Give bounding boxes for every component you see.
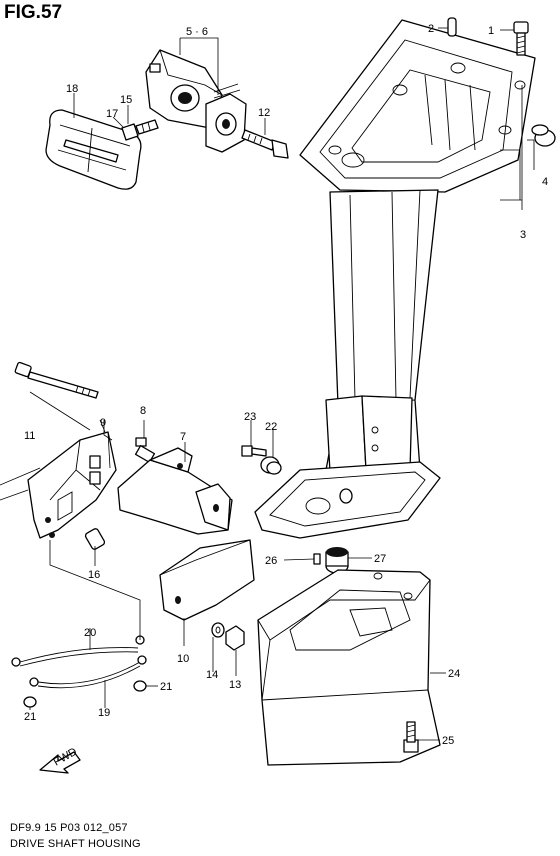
part-13-nut bbox=[225, 625, 245, 651]
callout-14: 14 bbox=[206, 669, 218, 681]
part-7-lower-mount bbox=[117, 447, 233, 535]
callout-1: 1 bbox=[488, 25, 494, 37]
part-25-bolt bbox=[403, 721, 419, 753]
part-9-holder bbox=[27, 431, 117, 539]
figure-code: DF9.9 15 P03 012_057 bbox=[10, 822, 128, 834]
callout-18: 18 bbox=[66, 83, 78, 95]
callout-3: 3 bbox=[520, 229, 526, 241]
part-2-dowel-pin bbox=[447, 17, 457, 37]
figure-name: DRIVE SHAFT HOUSING bbox=[10, 838, 141, 850]
callout-26: 26 bbox=[265, 555, 277, 567]
callout-21-right: 21 bbox=[160, 681, 172, 693]
part-10-cover bbox=[159, 539, 255, 621]
part-4-grommet bbox=[531, 124, 556, 147]
part-22-bushing bbox=[260, 456, 282, 475]
callout-21-left: 21 bbox=[24, 711, 36, 723]
part-24-lower-cover bbox=[257, 569, 441, 766]
part-12-bolt bbox=[241, 129, 289, 159]
part-23-bolt bbox=[241, 445, 267, 457]
callout-8: 8 bbox=[140, 405, 146, 417]
leader-lines bbox=[0, 27, 535, 741]
callout-23: 23 bbox=[244, 411, 256, 423]
part-14-washer bbox=[211, 622, 225, 638]
callout-11: 11 bbox=[24, 430, 35, 442]
callout-17: 17 bbox=[106, 108, 118, 120]
callout-12: 12 bbox=[258, 107, 270, 119]
part-11-bolt bbox=[14, 361, 99, 399]
callout-16: 16 bbox=[88, 569, 100, 581]
callout-13: 13 bbox=[229, 679, 241, 691]
callout-15: 15 bbox=[120, 94, 132, 106]
callout-9: 9 bbox=[100, 417, 106, 429]
callout-24: 24 bbox=[448, 668, 460, 680]
callout-4: 4 bbox=[542, 176, 548, 188]
callouts: 1 2 3 4 5 · 6 7 8 9 10 11 12 13 14 15 16… bbox=[24, 23, 548, 747]
part-19-ground-wire bbox=[29, 655, 147, 689]
callout-7: 7 bbox=[180, 431, 186, 443]
part-20-ground-wire bbox=[11, 635, 145, 667]
callout-20: 20 bbox=[84, 627, 96, 639]
fwd-arrow-icon: FWD bbox=[39, 746, 81, 774]
callout-27: 27 bbox=[374, 553, 386, 565]
part-15-17-bolt bbox=[121, 119, 159, 141]
part-21-screw-left bbox=[23, 696, 37, 708]
figure-title: FIG.57 bbox=[4, 2, 63, 23]
drive-shaft-housing bbox=[254, 19, 536, 539]
part-18-rubber-mount bbox=[45, 109, 142, 190]
callout-10: 10 bbox=[177, 653, 189, 665]
part-16-collar bbox=[84, 528, 106, 550]
part-8-bolt bbox=[134, 437, 156, 463]
callout-19: 19 bbox=[98, 707, 110, 719]
callout-25: 25 bbox=[442, 735, 454, 747]
part-27-seal bbox=[325, 547, 349, 574]
part-1-bolt bbox=[513, 21, 529, 56]
part-5-6-mount-bracket bbox=[145, 49, 247, 153]
callout-2: 2 bbox=[428, 23, 434, 35]
callout-5-6: 5 · 6 bbox=[186, 26, 208, 38]
part-26-ring bbox=[313, 553, 321, 565]
part-21-screw-right bbox=[133, 680, 147, 692]
callout-22: 22 bbox=[265, 421, 277, 433]
